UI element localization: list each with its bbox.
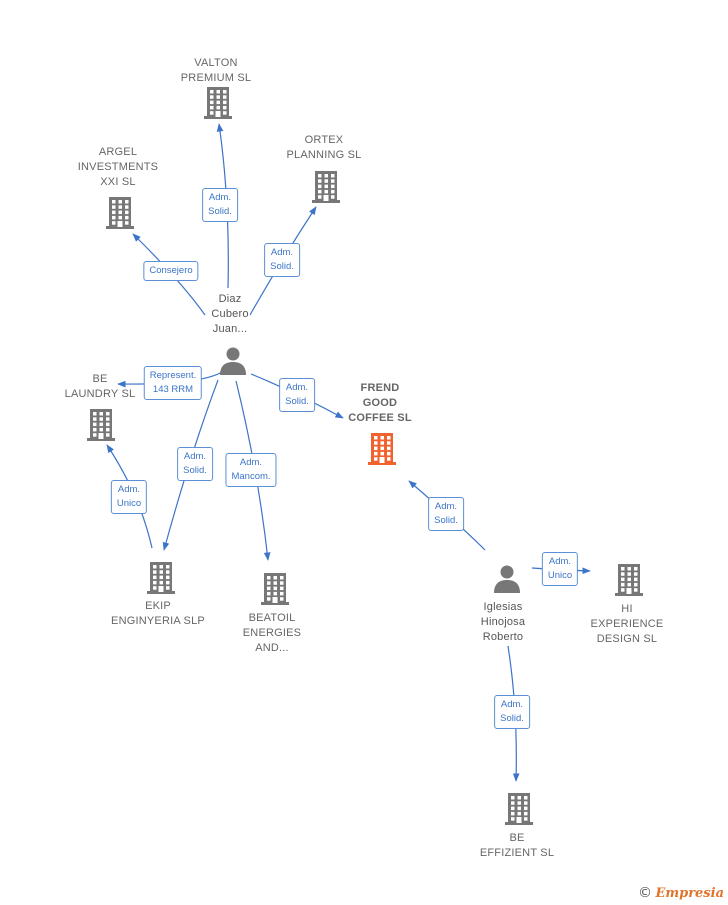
edge-label-iglesias-hi[interactable]: Adm. Unico — [541, 552, 579, 586]
building-icon[interactable] — [204, 85, 232, 124]
node-label-hi[interactable]: HI EXPERIENCE DESIGN SL — [590, 603, 664, 645]
node-label-iglesias[interactable]: Iglesias Hinojosa Roberto — [480, 601, 526, 643]
focus-building-icon[interactable] — [368, 431, 396, 470]
edge-label-ekip-laundry[interactable]: Adm. Unico — [110, 480, 148, 514]
node-label-frend[interactable]: FREND GOOD COFFEE SL — [348, 382, 412, 424]
edge-label-iglesias-effizient[interactable]: Adm. Solid. — [494, 695, 530, 729]
edge-label-diaz-ortex[interactable]: Adm. Solid. — [264, 243, 300, 277]
edge-label-diaz-frend[interactable]: Adm. Solid. — [279, 378, 315, 412]
brand-logo[interactable]: Empresia — [655, 886, 724, 901]
edge-label-diaz-ekip[interactable]: Adm. Solid. — [177, 447, 213, 481]
node-label-effizient[interactable]: BE EFFIZIENT SL — [479, 832, 555, 859]
building-icon[interactable] — [261, 571, 289, 610]
building-icon[interactable] — [147, 560, 175, 599]
node-label-beatoil[interactable]: BEATOIL ENERGIES AND... — [242, 612, 302, 654]
node-label-ekip[interactable]: EKIP ENGINYERIA SLP — [111, 600, 205, 627]
node-label-valton[interactable]: VALTON PREMIUM SL — [180, 57, 252, 84]
node-label-argel[interactable]: ARGEL INVESTMENTS XXI SL — [77, 146, 159, 188]
node-label-ortex[interactable]: ORTEX PLANNING SL — [286, 134, 362, 161]
building-icon[interactable] — [106, 195, 134, 234]
copyright: © Empresia — [638, 885, 724, 901]
node-label-laundry[interactable]: BE LAUNDRY SL — [64, 373, 136, 400]
node-label-diaz[interactable]: Diaz Cubero Juan... — [211, 293, 249, 335]
person-icon[interactable] — [492, 564, 522, 599]
edge-label-iglesias-frend[interactable]: Adm. Solid. — [428, 497, 464, 531]
edge-label-diaz-beatoil[interactable]: Adm. Mancom. — [225, 453, 277, 487]
building-icon[interactable] — [87, 407, 115, 446]
edge-label-diaz-argel[interactable]: Consejero — [143, 261, 199, 281]
building-icon[interactable] — [505, 791, 533, 830]
edge-label-diaz-laundry[interactable]: Represent. 143 RRM — [143, 366, 203, 400]
building-icon[interactable] — [615, 562, 643, 601]
copyright-symbol: © — [637, 885, 652, 901]
building-icon[interactable] — [312, 169, 340, 208]
person-icon[interactable] — [218, 346, 248, 381]
edge-label-diaz-valton[interactable]: Adm. Solid. — [202, 188, 238, 222]
